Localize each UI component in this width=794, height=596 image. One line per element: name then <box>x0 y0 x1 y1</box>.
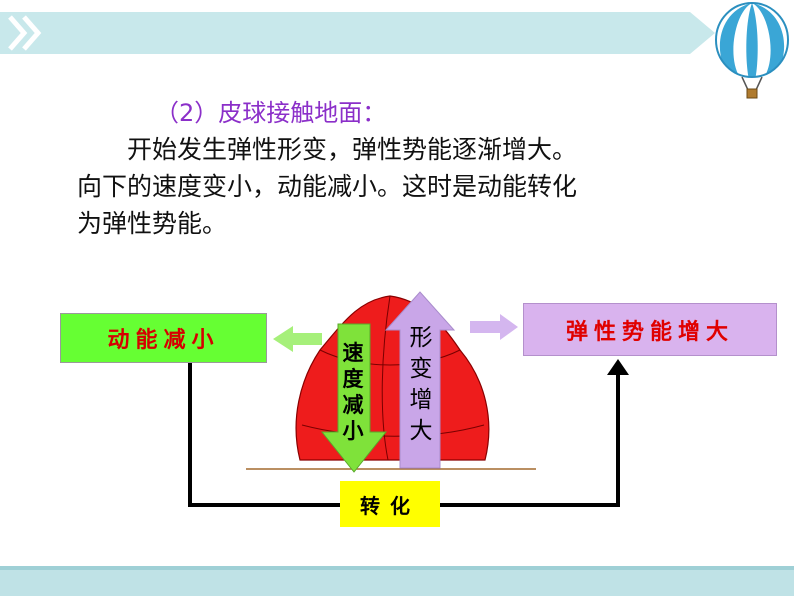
label-char: 变 <box>409 356 433 382</box>
connector-line <box>188 362 340 507</box>
speed-decrease-label: 速 度 减 小 <box>338 340 368 444</box>
kinetic-energy-decreases-box: 动能减小 <box>60 313 267 363</box>
double-chevron-icon <box>8 15 42 51</box>
label-char: 增 <box>409 387 433 413</box>
label-char: 大 <box>409 418 433 444</box>
speed-down-arrow <box>320 323 388 473</box>
label-char: 度 <box>342 367 364 391</box>
label-char: 速 <box>342 341 364 365</box>
conversion-box: 转化 <box>340 481 440 527</box>
label-char: 减 <box>342 393 364 417</box>
deformation-increase-label: 形 变 增 大 <box>405 323 437 447</box>
footer-strip-edge <box>0 566 794 570</box>
paragraph-line-3: 为弹性势能。 <box>77 209 228 238</box>
footer-strip <box>0 566 794 596</box>
paragraph-line-2: 向下的速度变小，动能减小。这时是动能转化 <box>77 172 578 201</box>
left-arrow <box>273 326 322 352</box>
elastic-energy-increases-box: 弹性势能增大 <box>523 303 777 356</box>
header-banner <box>0 12 715 54</box>
explanation-paragraph: 开始发生弹性形变，弹性势能逐渐增大。 向下的速度变小，动能减小。这时是动能转化 … <box>77 131 717 242</box>
right-arrow <box>470 314 518 340</box>
section-subheading: （2）皮球接触地面： <box>155 99 387 127</box>
label-char: 形 <box>409 325 433 351</box>
connector-arrowhead <box>607 359 629 375</box>
paragraph-line-1: 开始发生弹性形变，弹性势能逐渐增大。 <box>127 135 578 164</box>
label-char: 小 <box>342 419 364 443</box>
deformation-up-arrow <box>384 291 456 469</box>
hot-air-balloon-icon <box>715 2 789 99</box>
connector-line <box>440 372 620 507</box>
